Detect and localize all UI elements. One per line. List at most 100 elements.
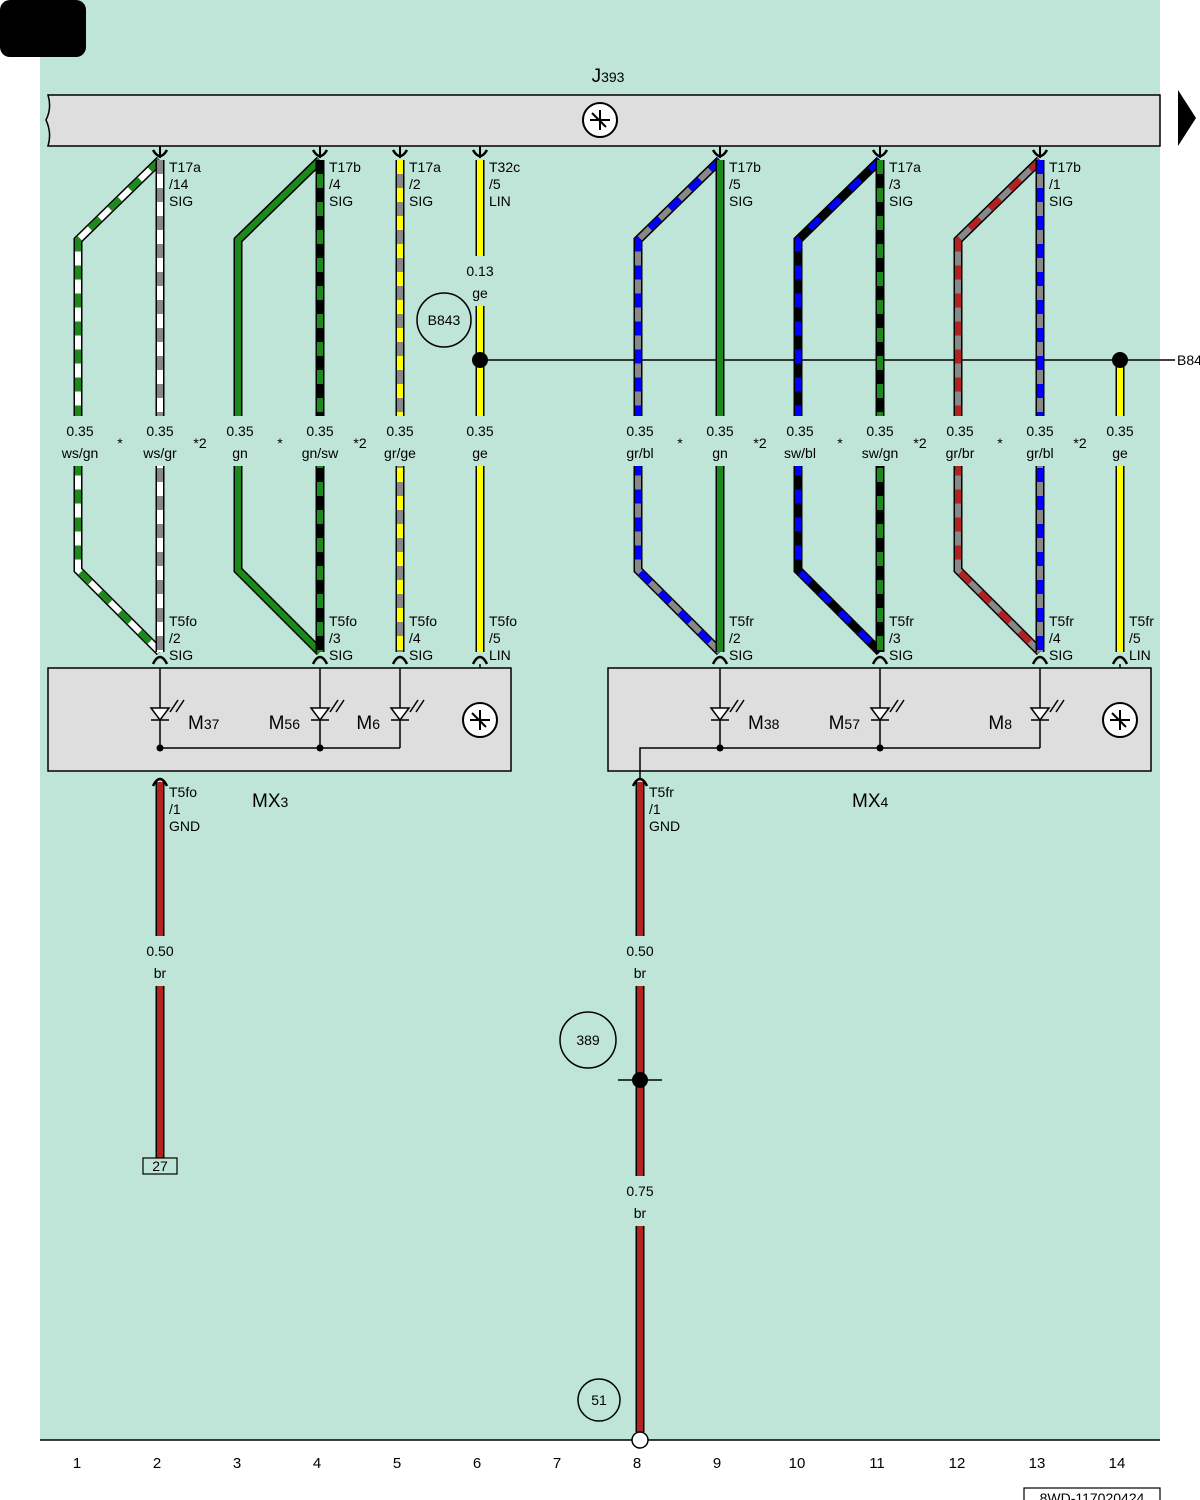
bottom-pin-label: SIG [329,647,353,663]
bottom-pin-label: T5fr [889,613,914,629]
ground-point-51-label: 51 [591,1392,607,1408]
column-number: 5 [393,1455,401,1472]
lin-upper-size-label: 0.13 [466,263,493,279]
wire-size-label: 0.35 [866,423,893,439]
top-pin-label: /3 [889,176,901,192]
bottom-pin-label: SIG [729,647,753,663]
wire-size-label: 0.35 [466,423,493,439]
pin-connector-icon [151,655,169,665]
wire-color-label: gr/bl [1026,445,1053,461]
gnd-pin-label: /1 [649,801,661,817]
led-label: M37 [188,713,220,734]
wire-label-bg [210,416,270,466]
bottom-pin-label: /2 [729,630,741,646]
led-label: M8 [988,713,1012,734]
lin-upper-color-label: ge [472,285,488,301]
control-unit-label: J393 [592,66,625,87]
led-label: M6 [356,713,380,734]
ground-ref-box [142,1157,178,1175]
led-light-arrows-icon [409,699,425,713]
wire-size-label: 0.35 [786,423,813,439]
pin-connector-icon [1031,655,1049,665]
module-mx3-symbol-icon [462,702,498,738]
wire-label-bg [610,936,670,986]
led-label: M56 [269,713,301,734]
top-pin-label: T17b [1049,159,1081,175]
wire-label-bg [290,416,350,466]
wire-label-bg [50,416,110,466]
splice-label-circle [416,292,472,348]
wire-color-label: ws/gr [142,445,177,461]
bottom-pin-label: LIN [1129,647,1151,663]
wire-label-bg [850,416,910,466]
note-marker: *2 [913,435,926,451]
column-number: 11 [869,1455,885,1472]
column-number: 1 [73,1455,81,1472]
wire-9-stripe [795,157,883,655]
led-light-arrows-icon [729,699,745,713]
wire-label-bg [130,416,190,466]
top-pin-label: T17b [729,159,761,175]
wire-size-label: 0.35 [706,423,733,439]
wire-color-label: sw/bl [784,445,816,461]
module-label-mx4: MX4 [852,791,889,812]
top-pin-label: SIG [329,193,353,209]
wire-color-label: gn [232,445,248,461]
column-number: 12 [949,1455,966,1472]
note-marker: *2 [193,435,206,451]
wire-label-bg [450,416,510,466]
control-unit-symbol-icon [582,102,618,138]
pin-connector-icon [1111,655,1129,665]
bottom-pin-label: /3 [329,630,341,646]
bottom-pin-label: T5fo [409,613,437,629]
wire-label-bg [1010,416,1070,466]
wire-size-label: 0.35 [1026,423,1053,439]
bottom-pin-label: /4 [409,630,421,646]
top-pin-label: SIG [1049,193,1073,209]
column-number: 10 [789,1455,806,1472]
wire-size-label: 0.35 [386,423,413,439]
note-marker: *2 [353,435,366,451]
led-diode-icon [1029,707,1051,722]
wire-size-label: 0.35 [146,423,173,439]
page-tab [0,0,86,57]
top-pin-label: SIG [729,193,753,209]
led-diode-icon [869,707,891,722]
splice-dot-b843-right [1112,352,1128,368]
top-pin-label: SIG [169,193,193,209]
pin-connector-icon [311,655,329,665]
column-number: 2 [153,1455,161,1472]
gnd-pin-connector-icon [151,777,169,787]
wire-size-label: 0.35 [1106,423,1133,439]
pin-connector-icon [711,655,729,665]
bottom-pin-label: T5fo [489,613,517,629]
led-light-arrows-icon [1049,699,1065,713]
doc-code-box [1023,1487,1161,1500]
ground-point-389-label: 389 [576,1032,600,1048]
bottom-pin-label: /3 [889,630,901,646]
top-pin-label: /5 [729,176,741,192]
b843-continuation-label: B843 [1177,352,1200,368]
column-number: 6 [473,1455,481,1472]
junction-dot [316,744,324,752]
bottom-pin-label: T5fo [169,613,197,629]
pin-connector-icon [471,655,489,665]
wire-label-bg [130,936,190,986]
bottom-pin-label: T5fo [329,613,357,629]
wire-label-bg [690,416,750,466]
continue-right-arrow [1178,90,1196,146]
junction-dot [156,744,164,752]
note-marker: * [677,435,683,451]
module-mx4-symbol-icon [1102,702,1138,738]
wire-11-stripe [955,157,1043,655]
gnd-wire-size-label: 0.50 [626,943,653,959]
column-number: 4 [313,1455,321,1472]
mx4-common-line [639,747,1040,780]
top-pin-label: SIG [889,193,913,209]
led-diode-icon [309,707,331,722]
wire-size-label: 0.35 [946,423,973,439]
note-marker: * [277,435,283,451]
